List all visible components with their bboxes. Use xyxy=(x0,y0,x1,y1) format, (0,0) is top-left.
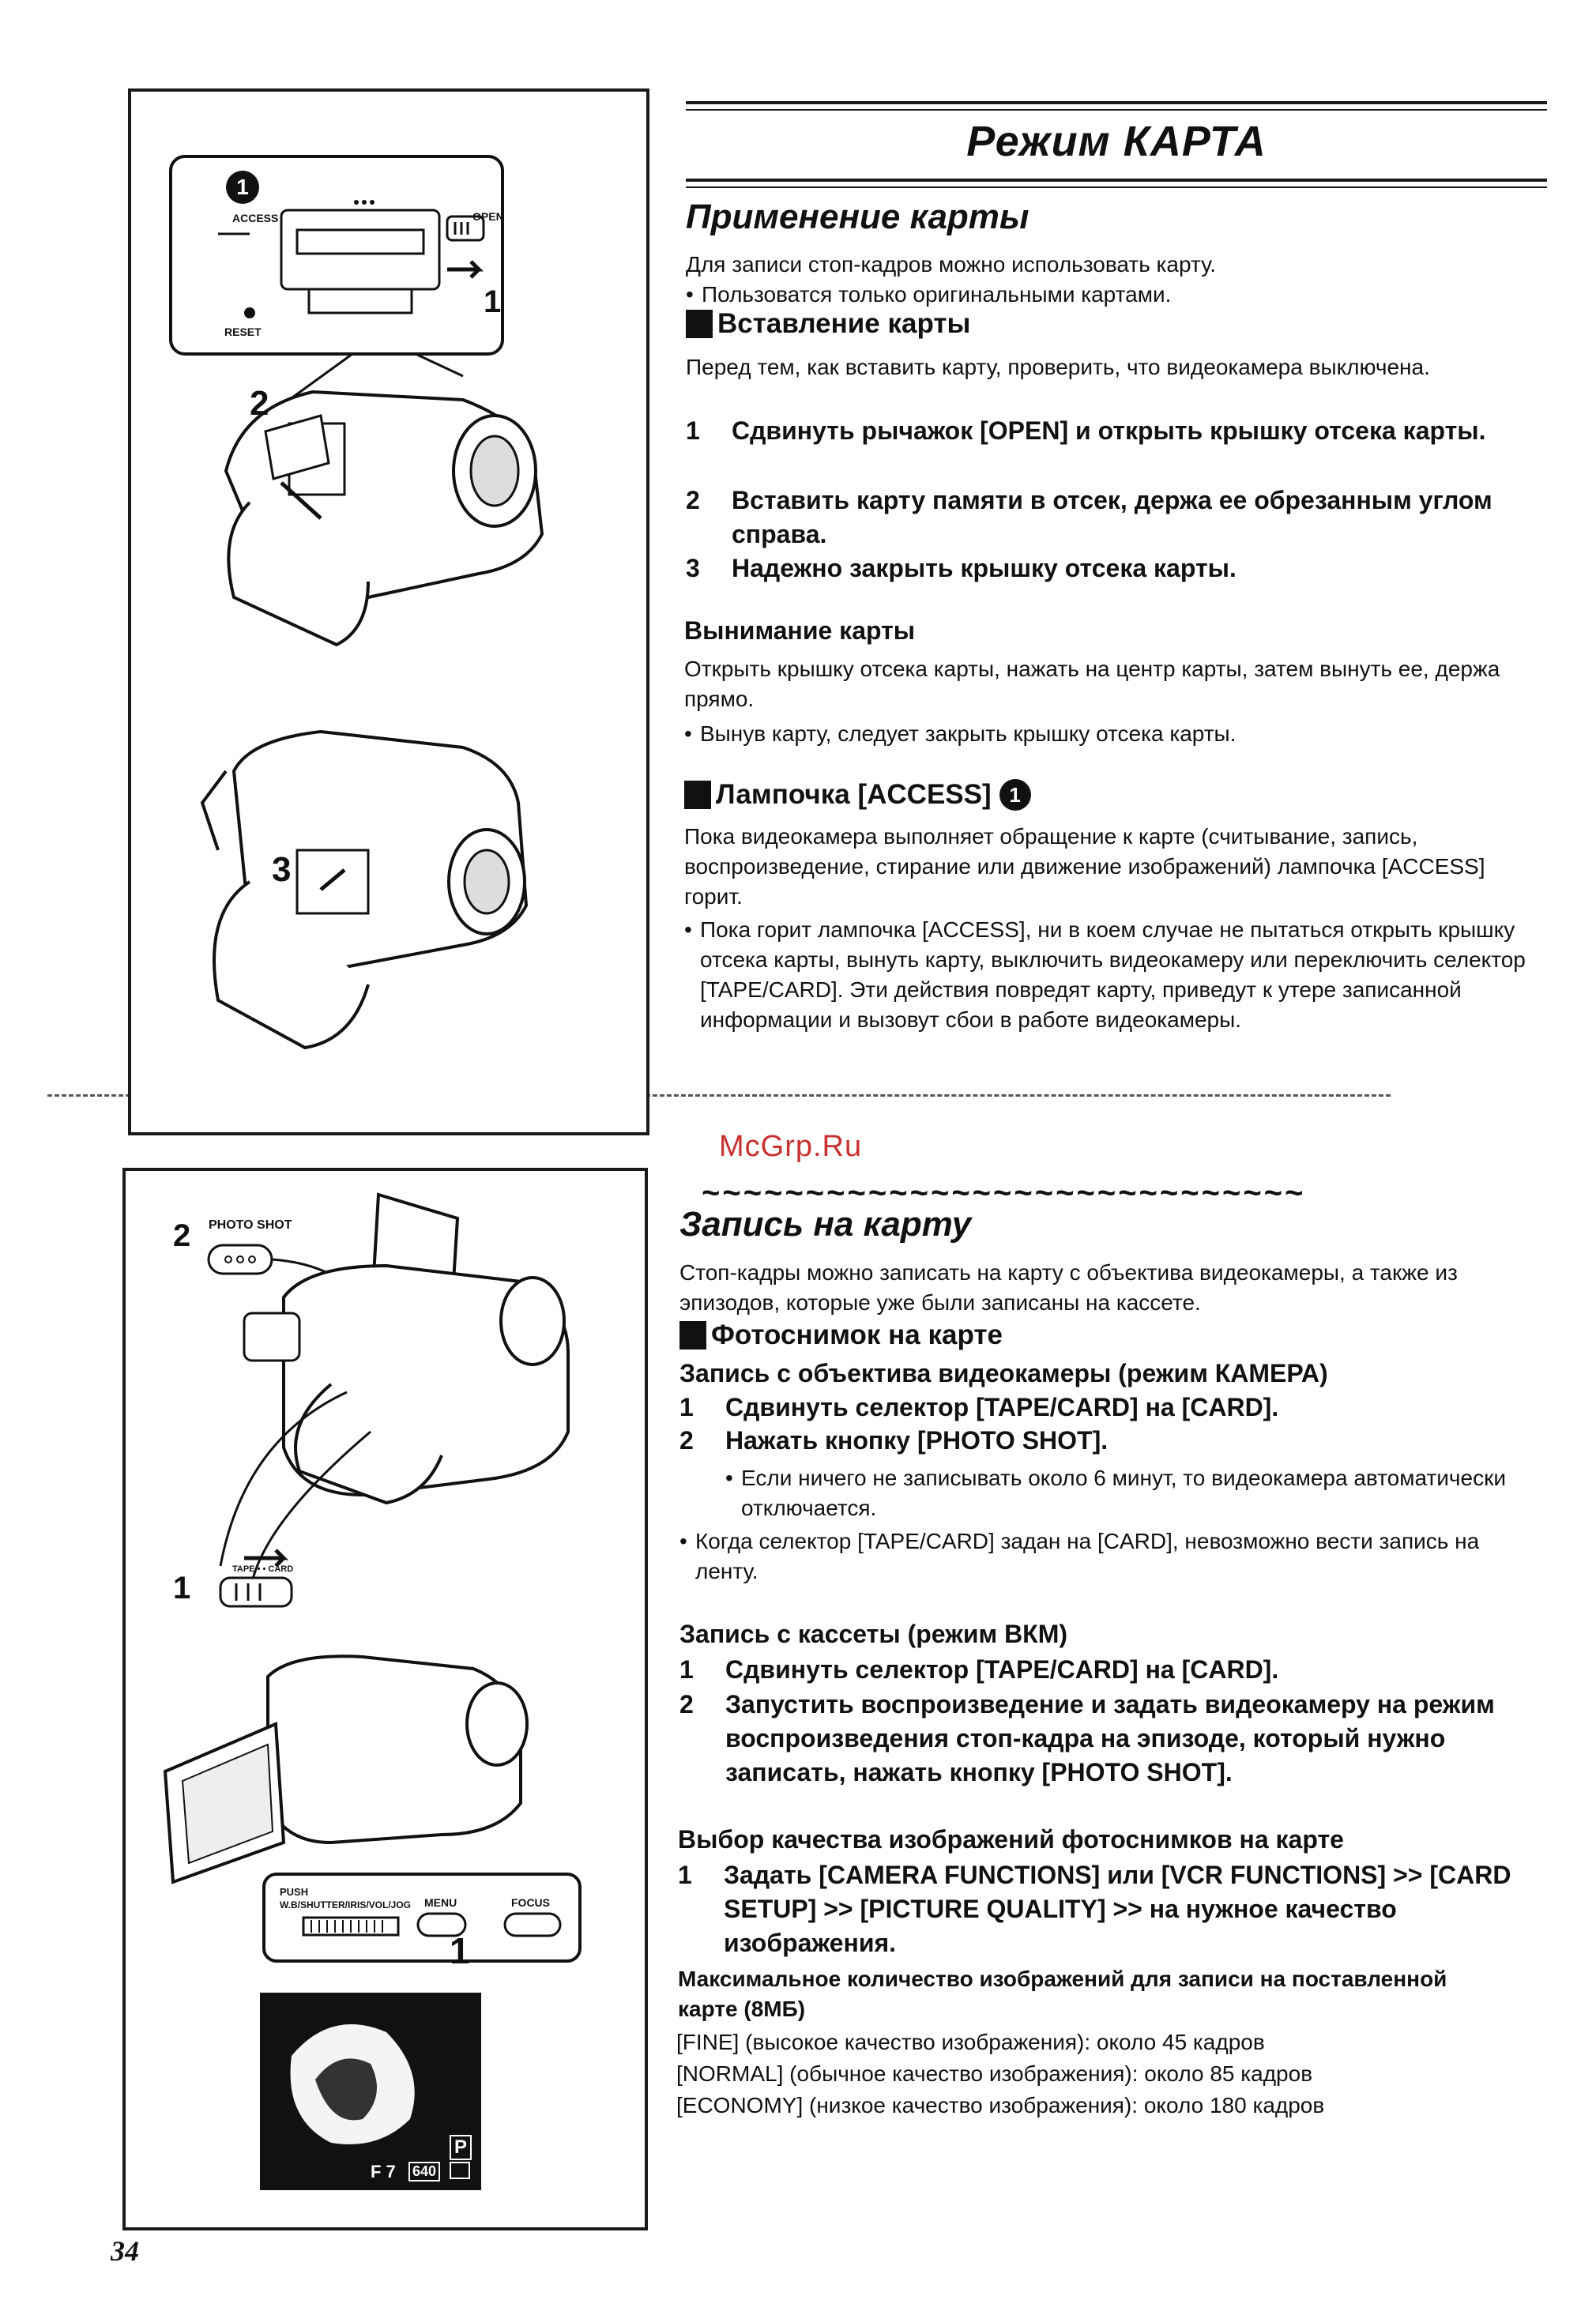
remove-card-text: Открыть крышку отсека карты, нажать на ц… xyxy=(684,657,1500,711)
max-images-line-normal: [NORMAL] (обычное качество изображения):… xyxy=(676,2061,1313,2086)
vcr-step-1: 1 Сдвинуть селектор [TAPE/CARD] на [CARD… xyxy=(679,1653,1541,1687)
subheading-camera-mode: Запись с объектива видеокамеры (режим КА… xyxy=(679,1359,1328,1387)
bullet-dot: • xyxy=(679,1529,687,1553)
step-number: 1 xyxy=(686,416,700,445)
card-use-intro: Для записи стоп-кадров можно использоват… xyxy=(686,252,1217,277)
square-marker xyxy=(684,781,711,809)
subheading-text: Фотоснимок на карте xyxy=(711,1319,1003,1350)
camera-step-2: 2 Нажать кнопку [PHOTO SHOT]. xyxy=(679,1424,1541,1458)
bullet-text: Вынув карту, следует закрыть крышку отсе… xyxy=(700,721,1237,746)
subheading-vcr-mode: Запись с кассеты (режим ВКМ) xyxy=(679,1620,1068,1648)
subheading-photo-on-card: Фотоснимок на карте xyxy=(679,1319,1003,1351)
title-rule-top-1 xyxy=(686,101,1547,104)
step-text: Запустить воспроизведение и задать видео… xyxy=(725,1690,1495,1786)
step-label-selector: 1 xyxy=(173,1571,191,1605)
figure-photo-shot: PHOTO SHOT 2 TAPE • • CARD 1 PUSH W.B/SH… xyxy=(122,1168,648,2230)
bullet-dot: • xyxy=(686,282,694,307)
camera-step-1: 1 Сдвинуть селектор [TAPE/CARD] на [CARD… xyxy=(679,1391,1541,1425)
vcr-step-2: 2 Запустить воспроизведение и задать вид… xyxy=(679,1688,1541,1790)
max-images-line-economy: [ECONOMY] (низкое качество изображения):… xyxy=(676,2093,1325,2117)
remove-card-bullet: • Вынув карту, следует закрыть крышку от… xyxy=(684,719,1538,749)
camera-illustration-top xyxy=(169,155,544,1050)
quality-step-1: 1 Задать [CAMERA FUNCTIONS] или [VCR FUN… xyxy=(678,1858,1539,1960)
step-label-close: 3 xyxy=(272,850,292,889)
step-text: Сдвинуть рычажок [OPEN] и открыть крышку… xyxy=(732,416,1486,445)
insert-card-text: Перед тем, как вставить карту, проверить… xyxy=(686,355,1430,379)
bullet-dot: • xyxy=(684,917,692,942)
insert-step-1: 1 Сдвинуть рычажок [OPEN] и открыть крыш… xyxy=(686,414,1539,448)
open-label: OPEN xyxy=(472,210,504,223)
photo-shot-label: PHOTO SHOT xyxy=(209,1218,292,1232)
step-number: 3 xyxy=(686,554,700,582)
access-label: ACCESS xyxy=(232,212,279,224)
inset-marker: 1 xyxy=(226,171,259,204)
title-rule-top-2 xyxy=(686,109,1547,111)
step-number: 1 xyxy=(679,1655,694,1684)
tape-card-label: TAPE • • CARD xyxy=(232,1564,294,1574)
subheading-quality: Выбор качества изображений фотоснимков н… xyxy=(678,1825,1344,1854)
focus-label: FOCUS xyxy=(511,1896,550,1909)
callout-marker: 1 xyxy=(999,779,1031,811)
bullet-text: Если ничего не записывать около 6 минут,… xyxy=(741,1466,1506,1520)
title-rule-bottom-1 xyxy=(686,179,1547,182)
bullet-text: Пользоватся только оригинальными картами… xyxy=(702,282,1172,307)
menu-label: MENU xyxy=(424,1896,457,1909)
bullet-dot: • xyxy=(684,721,692,746)
osd-mode-indicator: P xyxy=(450,2135,472,2160)
step-label-photo: 2 xyxy=(173,1218,191,1253)
max-images-line-fine: [FINE] (высокое качество изображения): о… xyxy=(676,2030,1265,2054)
subheading-remove-card: Вынимание карты xyxy=(684,616,916,645)
scan-dash-line xyxy=(47,1094,1391,1097)
osd-camera-icon xyxy=(450,2162,470,2179)
step-text: Сдвинуть селектор [TAPE/CARD] на [CARD]. xyxy=(725,1655,1279,1684)
access-lamp-bullet: • Пока горит лампочка [ACCESS], ни в кое… xyxy=(684,915,1538,1035)
card-use-bullet: • Пользоватся только оригинальными карта… xyxy=(686,280,1539,310)
section-heading-card-use: Применение карты xyxy=(686,198,1029,236)
osd-resolution: 640 xyxy=(408,2162,441,2181)
camera-auto-off-bullet: • Если ничего не записывать около 6 мину… xyxy=(725,1463,1515,1523)
shutter-label: W.B/SHUTTER/IRIS/VOL/JOG xyxy=(280,1899,412,1910)
step-text: Надежно закрыть крышку отсека карты. xyxy=(732,554,1237,582)
insert-step-3: 3 Надежно закрыть крышку отсека карты. xyxy=(686,551,1539,585)
page-number: 34 xyxy=(111,2235,139,2267)
bullet-text: Пока горит лампочка [ACCESS], ни в коем … xyxy=(700,917,1526,1032)
max-images-heading: Максимальное количество изображений для … xyxy=(678,1967,1447,2021)
access-lamp-text: Пока видеокамера выполняет обращение к к… xyxy=(684,824,1485,909)
step-text: Нажать кнопку [PHOTO SHOT]. xyxy=(725,1426,1109,1455)
bullet-dot: • xyxy=(725,1466,733,1490)
page-title: Режим КАРТА xyxy=(966,118,1267,165)
osd-file-number: F 7 xyxy=(371,2162,396,2181)
square-marker xyxy=(686,310,713,338)
watermark: McGrp.Ru xyxy=(719,1130,863,1163)
subheading-access-lamp: Лампочка [ACCESS] 1 xyxy=(684,779,1031,811)
step-number: 2 xyxy=(686,486,700,514)
push-label: PUSH xyxy=(280,1886,309,1898)
figure-card-insertion: 1 ACCESS OPEN RESET 1 2 3 xyxy=(128,88,649,1135)
camera-tape-note: • Когда селектор [TAPE/CARD] задан на [C… xyxy=(679,1526,1517,1587)
step-text: Вставить карту памяти в отсек, держа ее … xyxy=(732,486,1492,548)
wave-divider: ~~~~~~~~~~~~~~~~~~~~~~~~~~~~~ xyxy=(702,1176,1306,1210)
subheading-text: Лампочка [ACCESS] xyxy=(716,779,992,810)
step-number: 2 xyxy=(679,1690,694,1718)
step-label-menu: 1 xyxy=(450,1930,470,1971)
reset-label: RESET xyxy=(224,326,262,338)
step-label-insert: 2 xyxy=(250,384,269,423)
record-card-intro: Стоп-кадры можно записать на карту с объ… xyxy=(679,1260,1458,1315)
step-number: 1 xyxy=(678,1861,692,1889)
camera-illustration-bottom xyxy=(163,1192,582,2190)
step-text: Задать [CAMERA FUNCTIONS] или [VCR FUNCT… xyxy=(724,1861,1511,1957)
title-rule-bottom-2 xyxy=(686,186,1547,188)
section-heading-record-card: Запись на карту xyxy=(679,1205,972,1244)
step-label-open: 1 xyxy=(484,284,502,319)
square-marker xyxy=(679,1321,706,1350)
step-number: 2 xyxy=(679,1426,694,1455)
subheading-text: Вставление карты xyxy=(717,308,971,339)
subheading-insert-card: Вставление карты xyxy=(686,308,970,340)
step-text: Сдвинуть селектор [TAPE/CARD] на [CARD]. xyxy=(725,1393,1279,1421)
step-number: 1 xyxy=(679,1393,694,1421)
bullet-text: Когда селектор [TAPE/CARD] задан на [CAR… xyxy=(695,1529,1480,1583)
inset-marker-text: 1 xyxy=(236,175,249,199)
insert-step-2: 2 Вставить карту памяти в отсек, держа е… xyxy=(686,484,1539,551)
